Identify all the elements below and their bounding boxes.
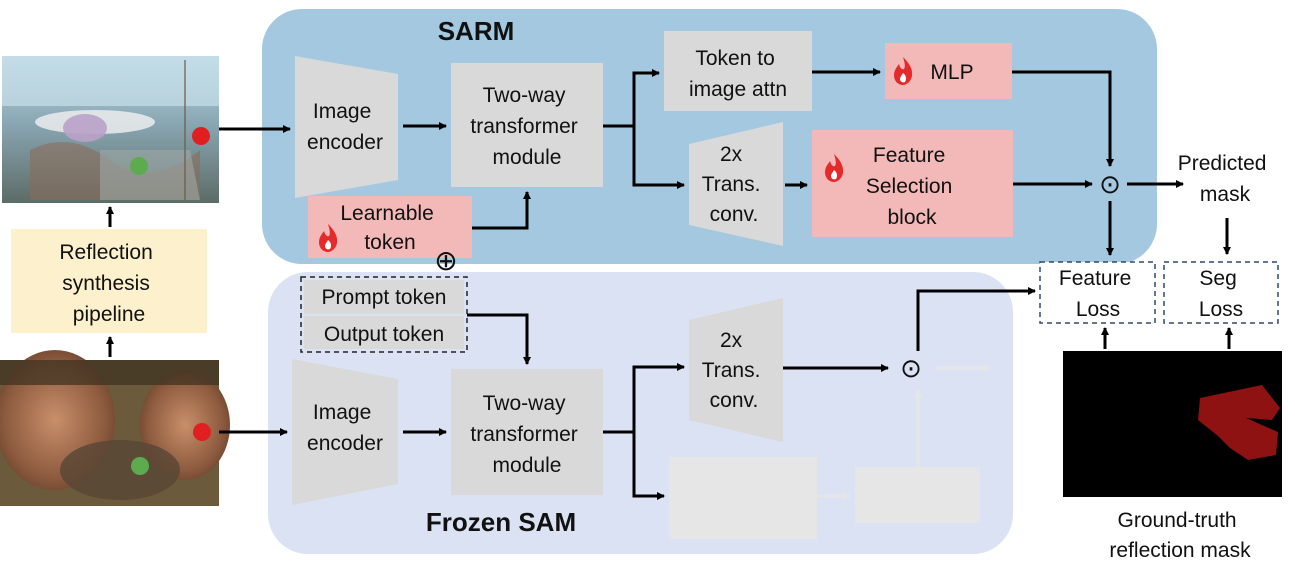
reflection-mask-region — [1198, 385, 1280, 460]
svg-text:Feature Loss: Feature Loss — [1059, 267, 1137, 321]
frozen-transformer-line1: Two-way — [483, 392, 566, 415]
sarm-title: SARM — [438, 16, 515, 46]
seg-loss-box — [1163, 261, 1279, 324]
pipeline-label-line1: Reflection — [59, 241, 152, 264]
svg-text:2x Trans. conv.: 2x Trans. conv. — [702, 143, 767, 226]
frozen-two-way-transformer — [451, 369, 603, 495]
dot-product-symbol: ⊙ — [1099, 169, 1121, 199]
frozen-encoder-line2: encoder — [307, 432, 383, 455]
positive-point-marker — [192, 127, 210, 145]
output-token-label: Output token — [324, 323, 444, 346]
sarm-transconv-line1: 2x — [720, 143, 743, 166]
token-to-image-attn-box — [664, 31, 812, 111]
faded-box-1 — [669, 457, 817, 539]
frozen-transformer-line2: transformer — [470, 423, 577, 446]
pipeline-label-line2: synthesis — [62, 272, 150, 295]
token-attn-line1: Token to — [695, 47, 774, 70]
mlp-label: MLP — [930, 61, 973, 84]
sarm-encoder-line1: Image — [313, 100, 371, 123]
frozen-transformer-line3: module — [493, 454, 562, 477]
sarm-transconv-line2: Trans. — [702, 173, 761, 196]
predicted-mask-line1: Predicted — [1178, 152, 1267, 175]
sarm-trans-conv — [689, 122, 783, 246]
seg-loss-line1: Seg — [1199, 267, 1236, 290]
positive-point-marker-2 — [193, 423, 211, 441]
svg-text:Reflection synthesis p: Reflection synthesis pipeline — [59, 241, 158, 326]
concat-symbol: ⊕ — [434, 245, 457, 276]
sarm-transformer-line1: Two-way — [483, 84, 566, 107]
faded-box-2 — [855, 467, 980, 523]
frozen-dot-product-symbol: ⊙ — [900, 353, 922, 383]
feature-selection-line1: Feature — [873, 144, 945, 167]
frozen-image-encoder — [292, 359, 398, 505]
learnable-token-box — [308, 196, 472, 258]
feature-selection-line3: block — [887, 206, 937, 229]
frozen-transconv-line1: 2x — [720, 329, 743, 352]
output-token-box — [304, 316, 464, 349]
svg-text:Token to image attn: Token to image attn — [689, 47, 787, 101]
svg-text:Learnable token: Learnable token — [340, 202, 439, 254]
frozen-sam-title: Frozen SAM — [426, 507, 576, 537]
sarm-two-way-transformer — [451, 63, 603, 187]
pipeline-label-line3: pipeline — [73, 303, 145, 326]
feature-loss-line1: Feature — [1059, 267, 1131, 290]
token-attn-line2: image attn — [689, 78, 787, 101]
svg-text:Two-way transformer mo: Two-way transformer module — [470, 392, 583, 477]
svg-text:Image encoder: Image encoder — [307, 401, 383, 455]
synthesized-reflection-image — [2, 56, 219, 203]
negative-point-marker — [130, 157, 148, 175]
frozen-transconv-line2: Trans. — [702, 359, 761, 382]
frozen-encoder-line1: Image — [313, 401, 371, 424]
svg-text:Image encoder: Image encoder — [307, 100, 383, 154]
gt-caption-line1: Ground-truth — [1118, 509, 1237, 532]
svg-text:Predicted mask: Predicted mask — [1178, 152, 1273, 206]
sarm-transformer-line2: transformer — [470, 115, 577, 138]
frozen-trans-conv — [689, 298, 783, 442]
svg-text:Seg Loss: Seg Loss — [1199, 267, 1243, 321]
svg-text:Two-way transformer mo: Two-way transformer module — [470, 84, 583, 169]
seg-loss-line2: Loss — [1199, 298, 1243, 321]
learnable-token-line2: token — [364, 231, 415, 254]
feature-selection-block — [812, 130, 1013, 237]
negative-point-marker-2 — [131, 457, 149, 475]
prompt-token-box — [304, 280, 464, 314]
feature-loss-line2: Loss — [1076, 298, 1120, 321]
svg-text:2x Trans. conv.: 2x Trans. conv. — [702, 329, 767, 412]
reflection-synthesis-pipeline-box — [11, 229, 207, 333]
sarm-encoder-line2: encoder — [307, 131, 383, 154]
learnable-token-line1: Learnable — [340, 202, 433, 225]
feature-loss-box — [1039, 261, 1156, 324]
token-group-box — [300, 276, 468, 353]
prompt-token-label: Prompt token — [322, 286, 447, 309]
svg-text:Ground-truth reflection ma: Ground-truth reflection mask — [1109, 509, 1251, 562]
gt-caption-line2: reflection mask — [1109, 539, 1251, 562]
svg-text:Feature Selection bloc: Feature Selection block — [866, 144, 958, 229]
sarm-transformer-line3: module — [493, 146, 562, 169]
frozen-transconv-line3: conv. — [710, 389, 759, 412]
sarm-image-encoder — [295, 56, 398, 198]
sarm-transconv-line3: conv. — [710, 203, 759, 226]
feature-selection-line2: Selection — [866, 175, 952, 198]
original-image — [0, 350, 230, 506]
predicted-mask-line2: mask — [1200, 183, 1251, 206]
